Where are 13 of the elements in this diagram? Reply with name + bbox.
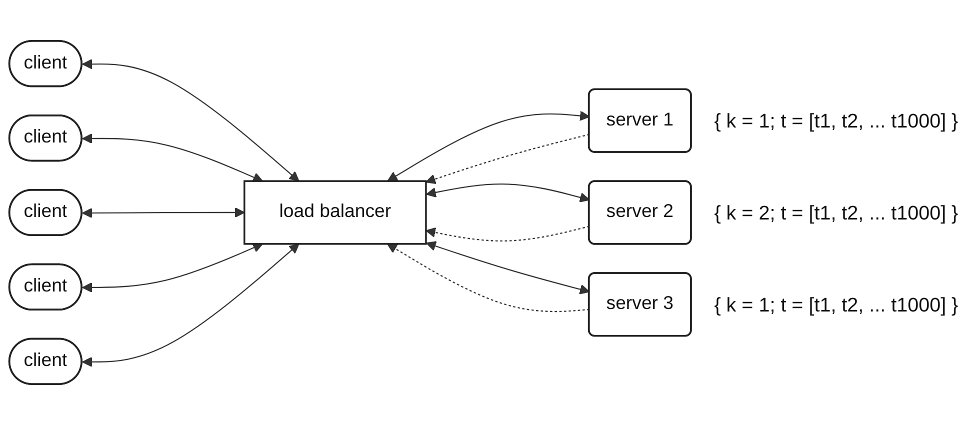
code-annotation: { k = 1; t = [t1, t2, ... t1000] } bbox=[714, 110, 958, 133]
arrow bbox=[82, 207, 245, 218]
arrow bbox=[387, 110, 590, 182]
arrow bbox=[82, 59, 300, 182]
arrow bbox=[426, 183, 590, 202]
code-annotation: { k = 2; t = [t1, t2, ... t1000] } bbox=[714, 202, 958, 224]
arrow bbox=[386, 243, 590, 312]
arrow bbox=[426, 241, 590, 294]
arrow bbox=[82, 243, 300, 368]
node-box: load balancer bbox=[244, 180, 427, 245]
arrow bbox=[82, 133, 263, 182]
arrow bbox=[82, 242, 263, 293]
code-annotation: { k = 1; t = [t1, t2, ... t1000] } bbox=[714, 294, 958, 316]
